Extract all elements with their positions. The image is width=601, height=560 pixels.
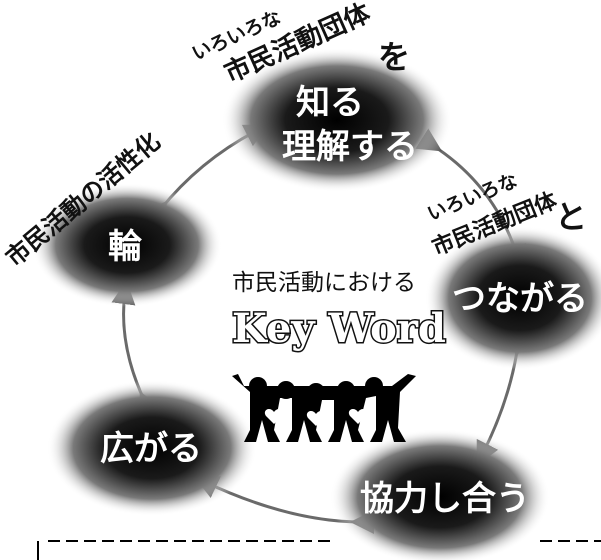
heart-icon [306, 411, 326, 426]
label-top-particle: を [378, 38, 410, 76]
node-spread-label: 広がる [100, 429, 202, 469]
heart-icon [264, 409, 284, 424]
node-cooperate-label: 協力し合う [360, 479, 530, 519]
center-subtitle: 市民活動における [232, 270, 416, 296]
label-right-particle: と [555, 198, 587, 236]
people-chain-icon [232, 374, 416, 442]
center-title: Key Word [232, 305, 446, 352]
node-connect-label: つながる [452, 279, 588, 319]
node-know-line2: 理解する [282, 127, 418, 167]
node-know-line1: 知る [296, 83, 364, 123]
node-spread: 広がる [47, 380, 257, 516]
node-circle-label: 輪 [108, 227, 142, 267]
node-connect: つながる [425, 226, 601, 370]
dashed-frame [37, 540, 601, 560]
node-cooperate: 協力し合う [330, 429, 550, 560]
node-circle: 輪 [32, 183, 222, 307]
node-know: 知る 理解する [222, 48, 452, 192]
heart-icon [348, 409, 368, 424]
